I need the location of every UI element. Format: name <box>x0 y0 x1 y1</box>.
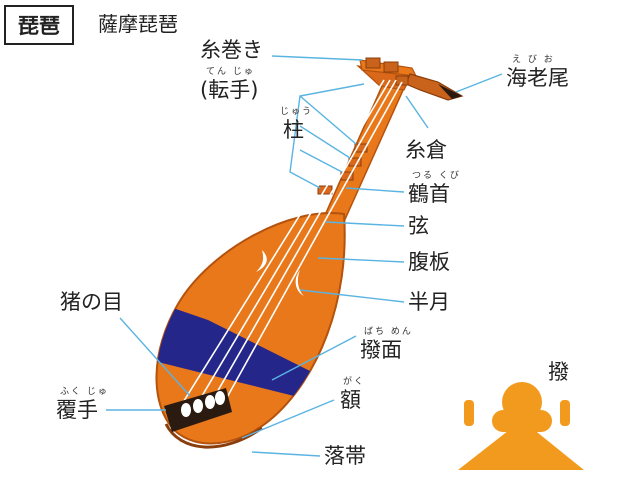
label-tsurukubi: 鶴首 <box>408 182 450 206</box>
leader-lines <box>106 55 503 457</box>
sound-holes <box>256 250 304 296</box>
page-subtitle: 薩摩琵琶 <box>98 12 178 36</box>
ruby-gaku: がく <box>343 377 366 387</box>
strings <box>181 79 403 411</box>
ruby-bachimen: ばち めん <box>364 327 413 337</box>
label-itomaki: 糸巻き <box>200 38 263 62</box>
tuning-pegs <box>365 57 409 86</box>
label-rakutai: 落帯 <box>324 444 366 468</box>
ruby-itomaki: てん じゅ <box>206 67 255 77</box>
ruby-fukushu: ふく じゅ <box>60 387 109 397</box>
label-fukushu: 覆手 <box>56 398 98 422</box>
ruby-ji: じゅう <box>280 107 314 117</box>
page-title: 琵琶 <box>4 5 74 45</box>
label-itokura: 糸倉 <box>405 138 447 162</box>
ruby-ebio: え び お <box>512 55 555 65</box>
tailpiece <box>164 388 232 432</box>
label-bachi: 撥 <box>548 360 569 384</box>
label-itomaki-alt: (転手) <box>200 78 259 102</box>
label-gen: 弦 <box>408 214 429 238</box>
label-fukuban: 腹板 <box>408 250 450 274</box>
label-ji: 柱 <box>283 118 304 142</box>
label-ebio: 海老尾 <box>506 66 569 90</box>
label-inome: 猪の目 <box>60 290 123 314</box>
bachi-pick <box>458 382 584 470</box>
label-bachimen: 撥面 <box>360 338 402 362</box>
label-gaku: 額 <box>340 388 361 412</box>
ruby-tsurukubi: つる くび <box>412 171 461 181</box>
label-hangetsu: 半月 <box>408 290 450 314</box>
